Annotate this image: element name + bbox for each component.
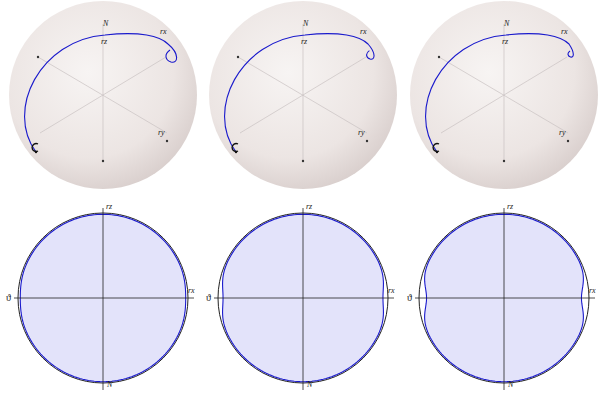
axis-label: rz	[306, 203, 312, 211]
axis-line	[504, 96, 505, 160]
start-dot	[235, 151, 237, 153]
axis-dot	[302, 160, 304, 162]
axis-line	[439, 57, 568, 133]
trajectory	[225, 34, 374, 152]
axis-label: N	[107, 381, 112, 389]
axis-label: rx	[360, 28, 367, 36]
axis-dot	[503, 160, 505, 162]
axis-line	[303, 208, 304, 390]
axis-label: rx	[589, 287, 596, 295]
axis-label: ry	[358, 129, 365, 137]
axis-dot	[102, 160, 104, 162]
axis-dot	[237, 56, 239, 58]
axis-line	[103, 208, 104, 390]
axis-line	[103, 96, 104, 160]
axis-line	[38, 57, 167, 133]
sphere	[9, 1, 197, 189]
axis-label: ry	[158, 129, 165, 137]
axis-label: ry	[559, 129, 566, 137]
axis-label: rz	[502, 38, 508, 46]
trajectory	[426, 34, 574, 152]
axis-label: rx	[388, 287, 395, 295]
start-marker	[32, 144, 38, 152]
axis-label: rz	[101, 38, 107, 46]
sphere	[209, 1, 397, 189]
sphere	[410, 1, 598, 189]
axis-dot	[567, 140, 569, 142]
axis-label: N	[303, 20, 308, 28]
angle-symbol: ϑ	[6, 293, 11, 303]
start-dot	[35, 151, 37, 153]
axis-label: N	[307, 381, 312, 389]
axis-line	[14, 298, 194, 299]
axis-dot	[438, 56, 440, 58]
axis-dot	[37, 56, 39, 58]
axis-dot	[166, 140, 168, 142]
angle-symbol: ϑ	[206, 293, 211, 303]
axis-line	[415, 298, 595, 299]
axis-line	[214, 298, 394, 299]
axis-line	[238, 57, 367, 133]
angle-symbol: ϑ	[407, 293, 412, 303]
axis-line	[504, 208, 505, 390]
axis-label: rx	[188, 287, 195, 295]
axis-label: rx	[561, 28, 568, 36]
axis-label: rz	[507, 203, 513, 211]
axis-label: N	[103, 20, 108, 28]
axis-line	[303, 96, 304, 160]
axis-dot	[366, 140, 368, 142]
start-dot	[436, 151, 438, 153]
axis-label: N	[508, 381, 513, 389]
start-marker	[433, 144, 439, 152]
axis-label: rz	[301, 38, 307, 46]
start-marker	[232, 144, 238, 152]
axis-label: rx	[160, 28, 167, 36]
trajectory	[25, 34, 177, 152]
axis-label: N	[504, 20, 509, 28]
axis-label: rz	[106, 203, 112, 211]
